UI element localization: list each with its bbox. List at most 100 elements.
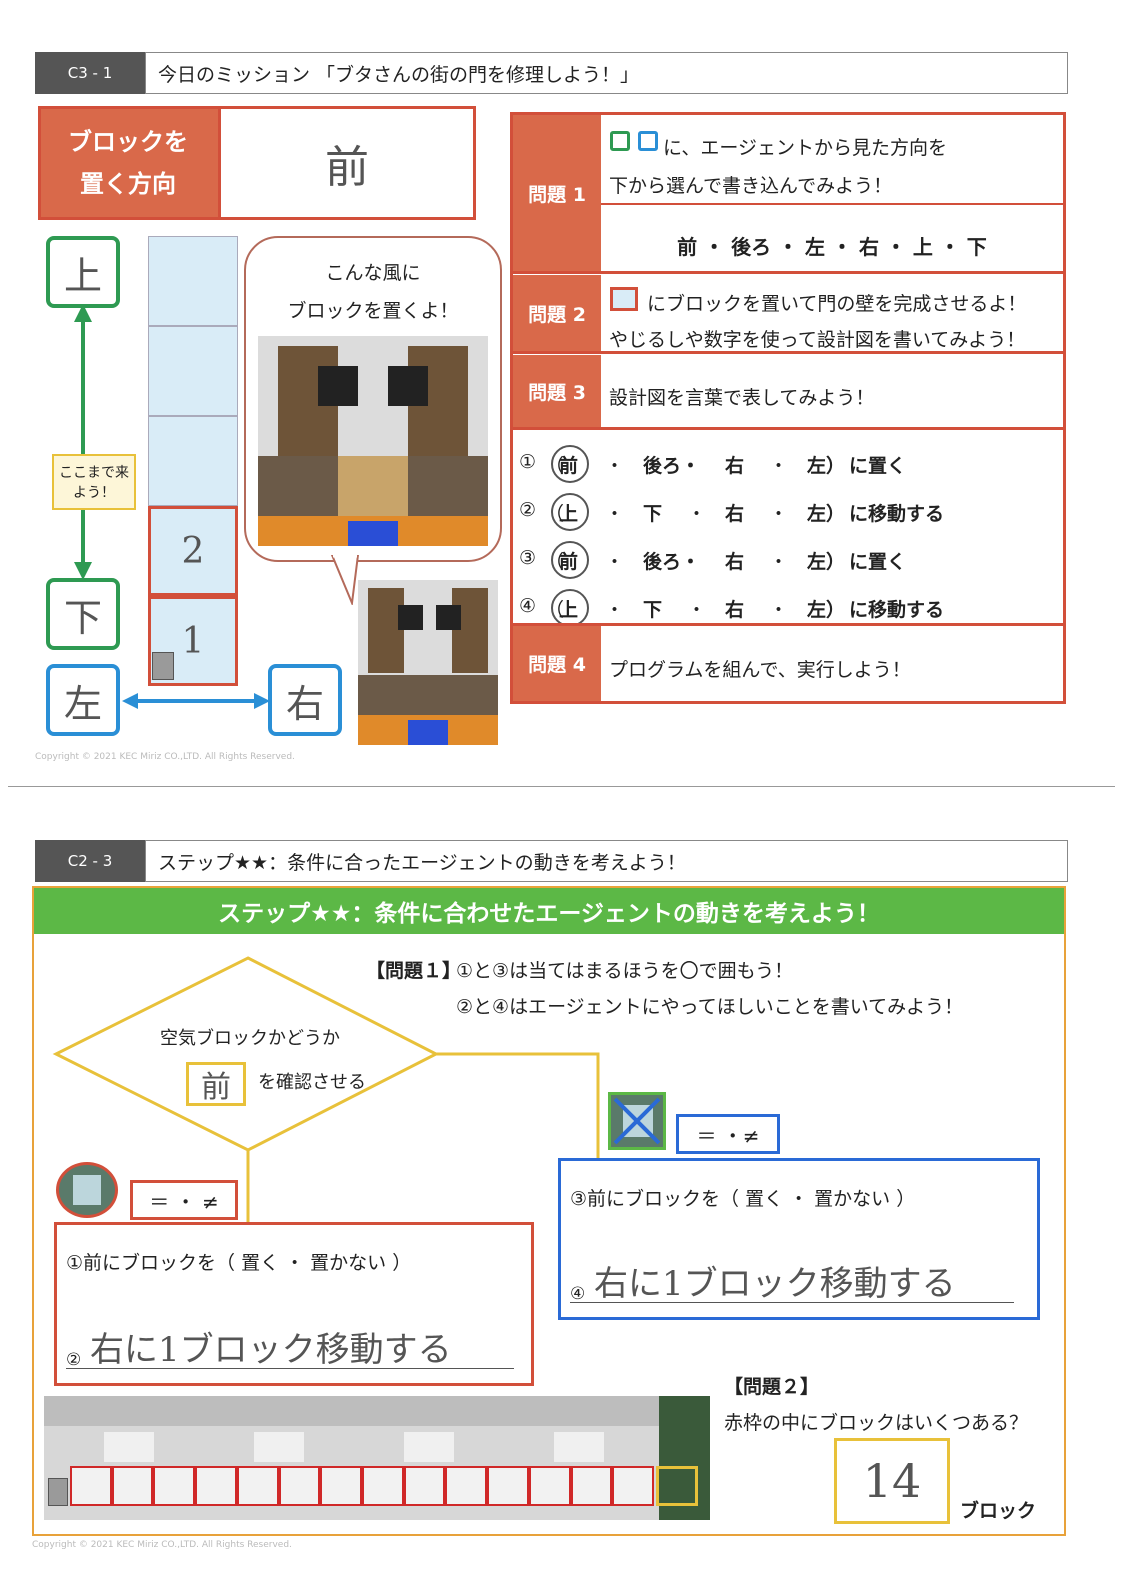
answer-row-3: ③ （ 前 ・ 後ろ・ 右 ・ 左） に置く bbox=[519, 541, 1059, 579]
bubble-tail bbox=[330, 555, 360, 605]
dot: ・ bbox=[687, 503, 707, 525]
strip-cell bbox=[195, 1466, 237, 1506]
answer-opt3: 右 bbox=[725, 551, 745, 573]
question-panel: 問題 1 に、エージェントから見た方向を 下から選んで書き込んでみよう！ 前 ・… bbox=[510, 112, 1066, 704]
left-action-box bbox=[54, 1222, 534, 1386]
right-eq-box[interactable]: ＝ ・≠ bbox=[676, 1114, 780, 1154]
bubble-text-2: ブロックを置くよ！ bbox=[287, 300, 459, 322]
sheet2-code: C2 - 3 bbox=[35, 840, 145, 882]
agent-icon bbox=[48, 1478, 68, 1506]
dot: ・ bbox=[769, 599, 789, 621]
answer-opt4: 左） bbox=[807, 455, 846, 477]
strip-cell bbox=[236, 1466, 279, 1506]
answer-opt1: 上 bbox=[559, 599, 579, 621]
page-divider bbox=[8, 786, 1115, 787]
answer-row-1: ① （ 前 ・ 後ろ・ 右 ・ 左） に置く bbox=[519, 445, 1059, 483]
direction-answer: 前 bbox=[325, 142, 369, 193]
box3-line1: ③前にブロックを（ 置く ・ 置かない ） bbox=[570, 1188, 916, 1210]
q2-text-2: やじるしや数字を使って設計図を書いてみよう！ bbox=[609, 329, 1026, 351]
answer-list: ① （ 前 ・ 後ろ・ 右 ・ 左） に置く ② （ 上 ・ 下 ・ 右 ・ 左… bbox=[513, 433, 1063, 627]
answer-verb: に置く bbox=[849, 551, 907, 573]
answer-verb: に移動する bbox=[849, 503, 945, 525]
grid-mark-1: 1 bbox=[181, 620, 205, 662]
q4-label: 問題 4 bbox=[513, 626, 601, 701]
answer-opt3: 右 bbox=[725, 503, 745, 525]
strip-cell bbox=[403, 1466, 446, 1506]
up-box: 上 bbox=[46, 236, 120, 308]
agent-icon bbox=[152, 652, 174, 680]
q3-label: 問題 3 bbox=[513, 355, 601, 427]
dot: ・ bbox=[769, 551, 789, 573]
circle-mark bbox=[551, 493, 589, 531]
answer-opt1: 前 bbox=[559, 551, 579, 573]
answer-opt1: 前 bbox=[559, 455, 579, 477]
answer-num: ② bbox=[519, 499, 537, 521]
diamond-text-2: を確認させる bbox=[258, 1072, 366, 1093]
strip-cell bbox=[528, 1466, 571, 1506]
divider bbox=[513, 623, 1063, 626]
box1-line1: ①前にブロックを（ 置く ・ 置かない ） bbox=[66, 1252, 412, 1274]
grid-cell-target-2[interactable]: 2 bbox=[148, 506, 238, 596]
answer-row-2: ② （ 上 ・ 下 ・ 右 ・ 左） に移動する bbox=[519, 493, 1059, 531]
underline bbox=[570, 1302, 1014, 1303]
answer-opt2: 後ろ・ bbox=[643, 551, 701, 573]
direction-answer-box[interactable]: 前 bbox=[218, 106, 476, 220]
q2-label: 問題 2 bbox=[513, 275, 601, 351]
direction-label-1: ブロックを bbox=[68, 128, 188, 156]
diamond-answer-box[interactable]: 前 bbox=[186, 1062, 246, 1106]
q3-text: 設計図を言葉で表してみよう！ bbox=[609, 387, 875, 409]
blue-square-icon bbox=[638, 131, 658, 151]
dot: ・ bbox=[605, 551, 625, 573]
answer-opt4: 左） bbox=[807, 551, 846, 573]
q2-answer: 14 bbox=[862, 1454, 922, 1508]
flowchart-diamond bbox=[52, 956, 600, 1225]
red-square-icon bbox=[610, 287, 638, 311]
q2-unit: ブロック bbox=[960, 1500, 1037, 1522]
q1-label: 問題 1 bbox=[513, 115, 601, 271]
divider bbox=[513, 427, 1063, 430]
divider bbox=[601, 203, 1063, 205]
diamond-answer: 前 bbox=[201, 1070, 231, 1105]
block-icon-circled bbox=[56, 1162, 118, 1218]
sheet1-code: C3 - 1 bbox=[35, 52, 145, 94]
minecraft-gate-image-small bbox=[358, 580, 498, 745]
circle-mark bbox=[551, 445, 589, 483]
arrow-lines bbox=[74, 304, 270, 709]
strip-cell bbox=[153, 1466, 196, 1506]
strip-cell bbox=[445, 1466, 488, 1506]
grid-mark-2: 2 bbox=[181, 530, 205, 572]
answer-verb: に置く bbox=[849, 455, 907, 477]
answer-opt3: 右 bbox=[725, 455, 745, 477]
strip-cell bbox=[362, 1466, 404, 1506]
divider bbox=[513, 351, 1063, 354]
q1-heading: 【問題１】 bbox=[366, 960, 462, 982]
q2-answer-box[interactable]: 14 bbox=[834, 1438, 950, 1524]
circle-mark bbox=[551, 541, 589, 579]
q2-heading: 【問題２】 bbox=[724, 1376, 820, 1398]
dot: ・ bbox=[605, 503, 625, 525]
answer-opt2: 下 bbox=[643, 503, 663, 525]
dot: ・ bbox=[605, 599, 625, 621]
left-eq-box[interactable]: ＝ ・ ≠ bbox=[130, 1180, 238, 1220]
strip-cell bbox=[278, 1466, 321, 1506]
strip-cell bbox=[111, 1466, 154, 1506]
box1-line2-num: ② bbox=[66, 1350, 82, 1370]
strip-cell bbox=[320, 1466, 363, 1506]
strip-cell bbox=[570, 1466, 613, 1506]
sheet1-copyright: Copyright © 2021 KEC Miriz CO.,LTD. All … bbox=[35, 752, 295, 762]
answer-opt4: 左） bbox=[807, 599, 846, 621]
dot: ・ bbox=[769, 455, 789, 477]
q2-text-1: にブロックを置いて門の壁を完成させるよ！ bbox=[647, 293, 1027, 315]
box1-line2: 右に1ブロック移動する bbox=[90, 1330, 452, 1370]
answer-opt2: 下 bbox=[643, 599, 663, 621]
bubble-text-1: こんな風に bbox=[325, 262, 421, 284]
underline bbox=[66, 1368, 514, 1369]
grid-cell bbox=[148, 236, 238, 326]
direction-label: ブロックを 置く方向 bbox=[38, 106, 218, 220]
strip-cell bbox=[487, 1466, 529, 1506]
answer-opt1: 上 bbox=[559, 503, 579, 525]
answer-opt4: 左） bbox=[807, 503, 846, 525]
sheet2-copyright: Copyright © 2021 KEC Miriz CO.,LTD. All … bbox=[32, 1540, 292, 1550]
direction-label-2: 置く方向 bbox=[80, 170, 176, 198]
right-action-box bbox=[558, 1158, 1040, 1320]
